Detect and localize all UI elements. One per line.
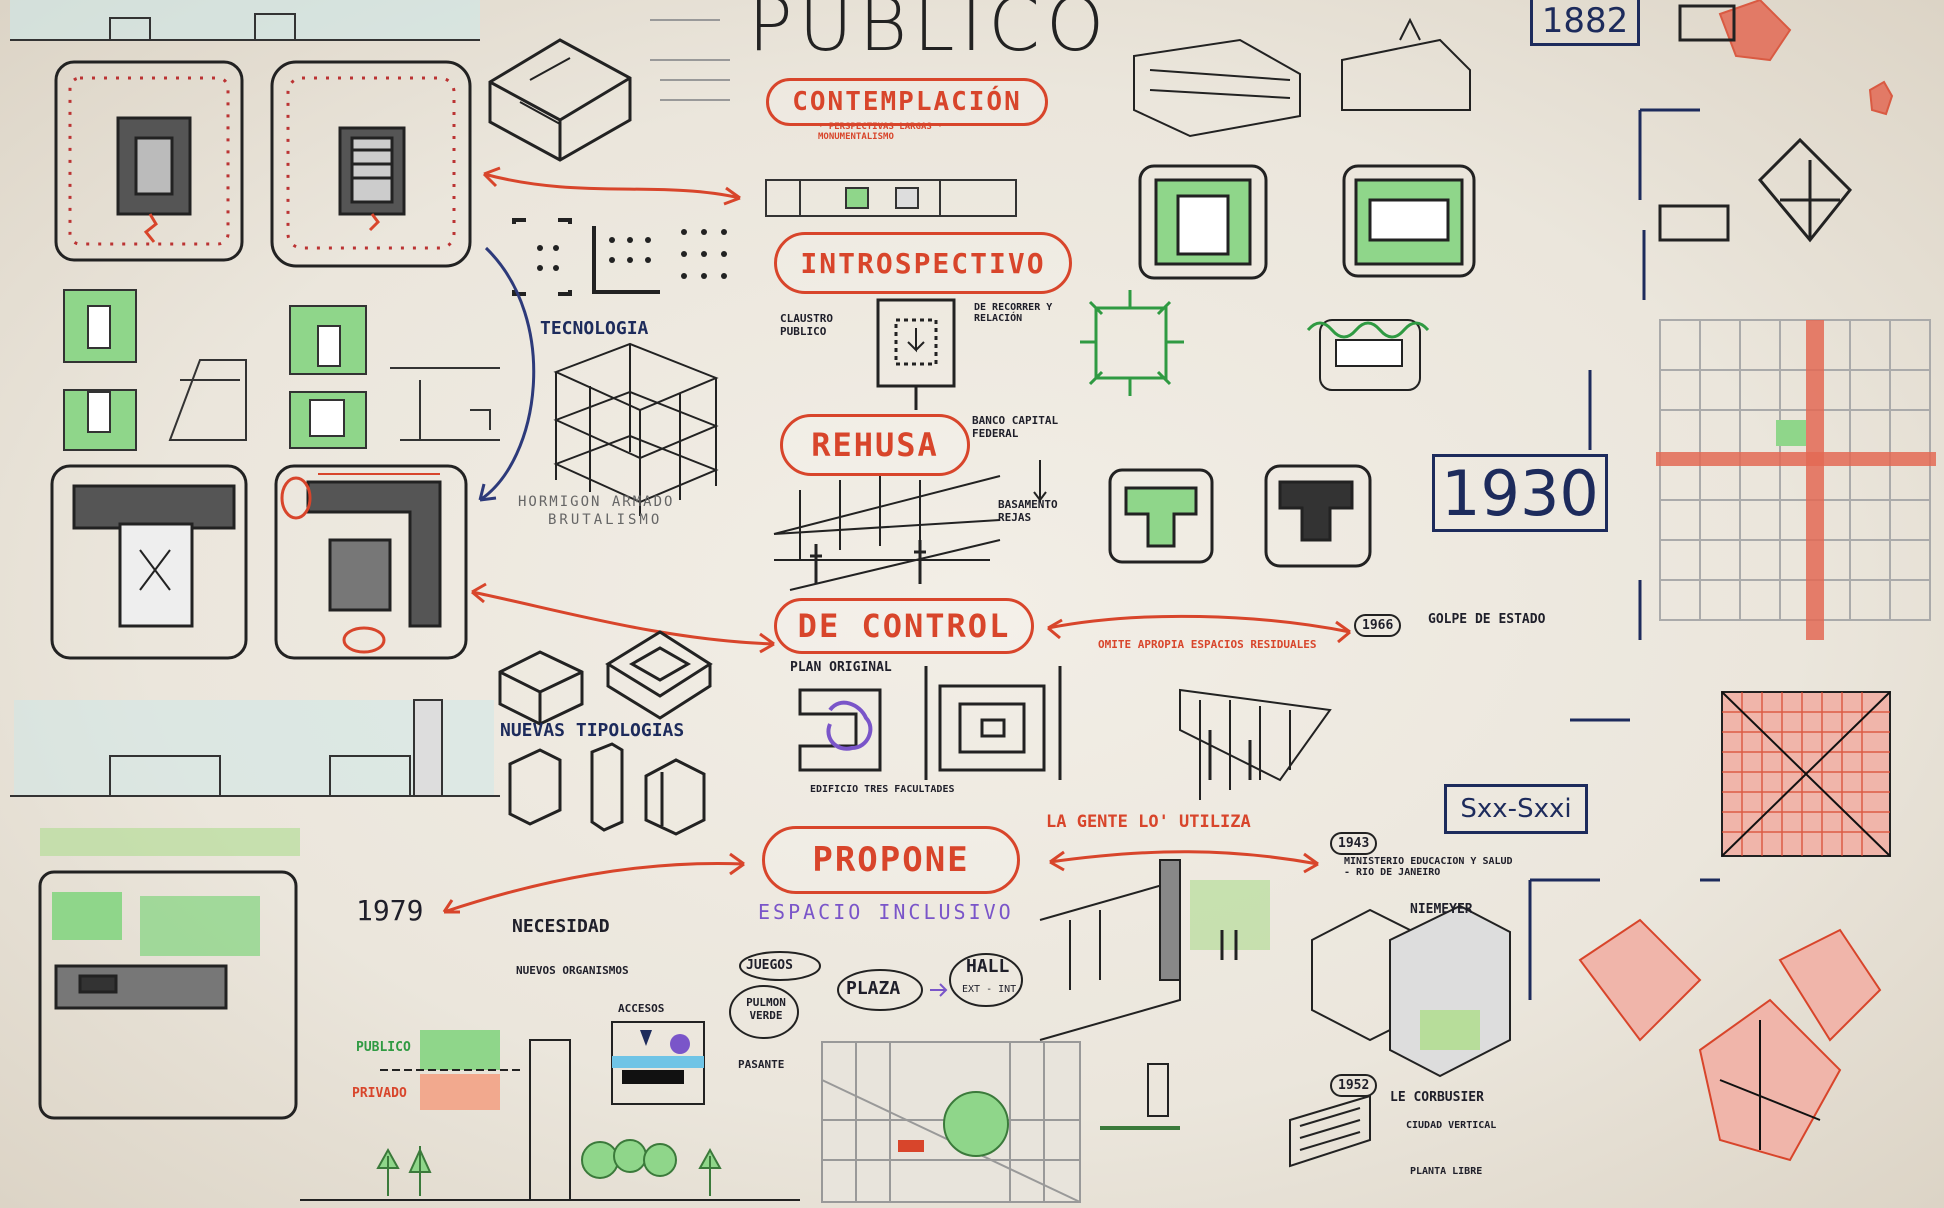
- arrow-plans-control: [471, 582, 775, 654]
- accesos-sketches: [63, 289, 500, 451]
- theme-propone-label: PROPONE: [812, 840, 970, 880]
- historic-building-sketches: [1133, 17, 1471, 138]
- green-wave-plan: [1306, 319, 1430, 391]
- theme-contemplacion-label: CONTEMPLACIÓN: [792, 87, 1022, 117]
- arrow-propone-gente: [1049, 850, 1319, 874]
- label-hall-sub: EXT - INT: [962, 984, 1017, 995]
- arrow-tecnologia-curve: [479, 246, 536, 502]
- label-pasante: PASANTE: [738, 1058, 785, 1071]
- theme-introspectivo: INTROSPECTIVO: [774, 232, 1072, 294]
- label-edificio-tres: EDIFICIO TRES FACULTADES: [810, 784, 955, 795]
- label-tecnologia: TECNOLOGIA: [540, 318, 649, 339]
- nuevas-tipologias-sketches: [498, 630, 713, 836]
- label-nuevos: NUEVOS ORGANISMOS: [516, 964, 629, 977]
- courtyard-plan-sketches: [1138, 164, 1476, 280]
- label-hormigon: HORMIGON ARMADO: [518, 494, 675, 510]
- propone-perspective-sketch: [1039, 859, 1270, 1041]
- city-grid-plan: [1656, 319, 1936, 640]
- label-publico: PUBLICO: [356, 1040, 411, 1055]
- theme-control-label: DE CONTROL: [797, 607, 1011, 645]
- label-banco: BANCO CAPITAL FEDERAL: [972, 414, 1059, 440]
- label-privado: PRIVADO: [352, 1086, 407, 1101]
- column-grid-icons: [512, 218, 727, 296]
- urban-grid-sketch: [821, 1041, 1081, 1203]
- claustro-diagram: [876, 298, 956, 410]
- label-omite: OMITE APROPIA ESPACIOS RESIDUALES: [1098, 638, 1317, 651]
- tree-sketches: [376, 1139, 722, 1196]
- year-1943: 1943: [1330, 832, 1378, 855]
- plaza-bubble-diagram: [729, 951, 1023, 1039]
- label-plaza: PLAZA: [846, 978, 901, 999]
- arrow-plans-contemplacion: [482, 166, 741, 206]
- publico-privado-diagram: [300, 1021, 800, 1201]
- structure-frame-sketch: [553, 342, 719, 516]
- plan-sketch-3: [50, 464, 248, 660]
- label-le-corbusier-sub: CIUDAD VERTICAL: [1406, 1120, 1497, 1131]
- le-corbusier-building-sketch: [1289, 1094, 1371, 1168]
- label-pulmon: PULMON VERDE: [746, 996, 786, 1022]
- label-plan-original: PLAN ORIGINAL: [790, 660, 892, 675]
- label-basamento: BASAMENTO REJAS: [998, 498, 1058, 524]
- label-niemeyer: NIEMEYER: [1410, 902, 1473, 917]
- year-1930-text: 1930: [1441, 456, 1599, 530]
- theme-control: DE CONTROL: [774, 598, 1034, 654]
- diamond-diagram-top: [1658, 4, 1853, 243]
- notes-scribble-top: [650, 19, 730, 101]
- rehusa-perspective-sketch: [773, 460, 1047, 591]
- year-1966: 1966: [1354, 614, 1402, 637]
- theme-propone: PROPONE: [762, 826, 1020, 894]
- control-perspective-sketch: [1179, 688, 1332, 800]
- tower-sketch: [1147, 1063, 1169, 1117]
- green-arrow-plan: [1080, 290, 1184, 396]
- plan-sketch-1: [54, 60, 244, 262]
- arrow-tecnologia-head: [478, 483, 497, 502]
- label-juegos: JUEGOS: [746, 958, 793, 973]
- arrow-1979-propone: [442, 852, 745, 914]
- label-planta-libre: PLANTA LIBRE: [1410, 1166, 1483, 1177]
- arrow-control-golpe: [1047, 614, 1351, 644]
- red-hatched-star-top: [1718, 0, 1894, 116]
- green-scribble-strip: [40, 828, 300, 856]
- label-claustro: CLAUSTRO PUBLICO: [780, 312, 833, 338]
- label-accesos: ACCESOS: [618, 1002, 665, 1015]
- red-hatched-grid-mid: [1721, 691, 1891, 857]
- plan-sketch-4: [274, 464, 468, 660]
- label-sxx: Sxx-Sxxi: [1444, 784, 1588, 834]
- red-hatched-diamond-bottom: [1578, 918, 1882, 1162]
- theme-rehusa-label: REHUSA: [811, 426, 939, 464]
- label-ministerio: MINISTERIO EDUCACION Y SALUD - RIO DE JA…: [1344, 856, 1513, 878]
- page-title: PUBLICO: [748, 0, 1111, 68]
- theme-introspectivo-label: INTROSPECTIVO: [800, 246, 1046, 280]
- site-plan-sketch: [38, 870, 298, 1120]
- niemeyer-building-sketch: [1311, 904, 1511, 1078]
- theme-rehusa: REHUSA: [780, 414, 970, 476]
- label-le-corbusier: LE CORBUSIER: [1390, 1090, 1484, 1105]
- label-golpe: GOLPE DE ESTADO: [1428, 612, 1546, 627]
- theme-contemplacion: CONTEMPLACIÓN: [766, 78, 1048, 126]
- contemplacion-plan-sketch: [765, 179, 1017, 217]
- top-elevation-sketch: [10, 0, 480, 41]
- label-gente: LA GENTE LO' UTILIZA: [1046, 812, 1251, 832]
- year-1882: 1882: [1530, 0, 1640, 46]
- label-brutalismo: BRUTALISMO: [548, 512, 663, 528]
- label-recorridos: DE RECORRER Y RELACIÓN: [974, 302, 1053, 324]
- t-plan-sketches: [1108, 464, 1372, 568]
- theme-contemplacion-sub: · PERSPECTIVAS LARGAS · MONUMENTALISMO: [818, 122, 943, 142]
- plan-sketch-2: [270, 60, 472, 268]
- label-nuevas-tipologias: NUEVAS TIPOLOGIAS: [500, 720, 685, 741]
- elevation-sketch-left: [10, 699, 500, 797]
- year-1979: 1979: [356, 894, 424, 927]
- year-1952: 1952: [1330, 1074, 1378, 1097]
- label-sxx-text: Sxx-Sxxi: [1460, 794, 1572, 824]
- label-necesidad: NECESIDAD: [512, 916, 610, 937]
- plan-original-sketch: [798, 666, 1062, 780]
- axonometric-box: [488, 38, 632, 162]
- timeline-lines: [1528, 108, 1720, 1000]
- year-1930: 1930: [1432, 454, 1608, 532]
- theme-propone-sub: ESPACIO INCLUSIVO: [758, 900, 1014, 924]
- year-1882-text: 1882: [1541, 1, 1629, 41]
- label-hall: HALL: [966, 956, 1010, 977]
